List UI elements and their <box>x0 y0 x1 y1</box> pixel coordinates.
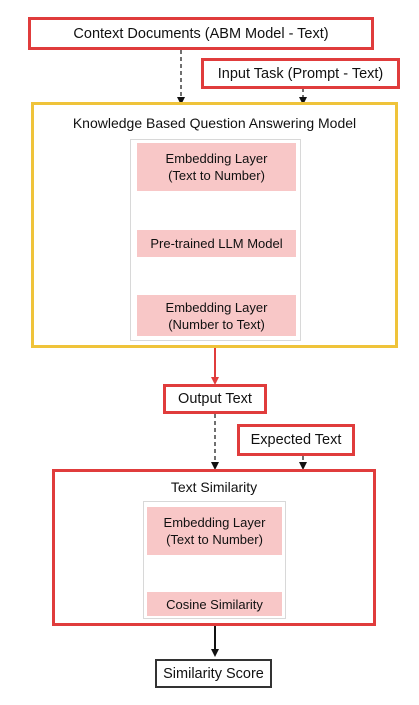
embedding-t2n-line2: (Text to Number) <box>168 168 265 183</box>
output-text-label: Output Text <box>178 391 252 407</box>
embedding-t2n-line1: Embedding Layer <box>165 151 268 166</box>
embedding-n2t-line1: Embedding Layer <box>165 299 268 315</box>
embedding-layer-text-to-number: Embedding Layer (Text to Number) <box>137 143 296 191</box>
input-task-box: Input Task (Prompt - Text) <box>201 58 400 89</box>
sim-embed-line2: (Text to Number) <box>166 532 263 547</box>
llm-label: Pre-trained LLM Model <box>150 236 283 251</box>
sim-embed-line1: Embedding Layer <box>163 515 266 530</box>
input-task-label: Input Task (Prompt - Text) <box>217 65 384 82</box>
context-documents-box: Context Documents (ABM Model - Text) <box>28 17 374 50</box>
embedding-n2t-line2: (Number to Text) <box>168 316 265 332</box>
embedding-layer-number-to-text: Embedding Layer (Number to Text) <box>137 295 296 336</box>
similarity-score-box: Similarity Score <box>155 659 272 688</box>
cosine-label: Cosine Similarity <box>166 596 263 612</box>
output-text-box: Output Text <box>163 384 267 414</box>
expected-text-label: Expected Text <box>250 432 342 448</box>
pretrained-llm-model: Pre-trained LLM Model <box>137 230 296 257</box>
kbqa-model-title: Knowledge Based Question Answering Model <box>72 115 357 131</box>
similarity-score-label: Similarity Score <box>163 665 264 682</box>
similarity-embedding-layer: Embedding Layer (Text to Number) <box>147 507 282 555</box>
text-similarity-title: Text Similarity <box>170 479 258 495</box>
expected-text-box: Expected Text <box>237 424 355 456</box>
cosine-similarity: Cosine Similarity <box>147 592 282 616</box>
context-documents-label: Context Documents (ABM Model - Text) <box>73 25 329 42</box>
